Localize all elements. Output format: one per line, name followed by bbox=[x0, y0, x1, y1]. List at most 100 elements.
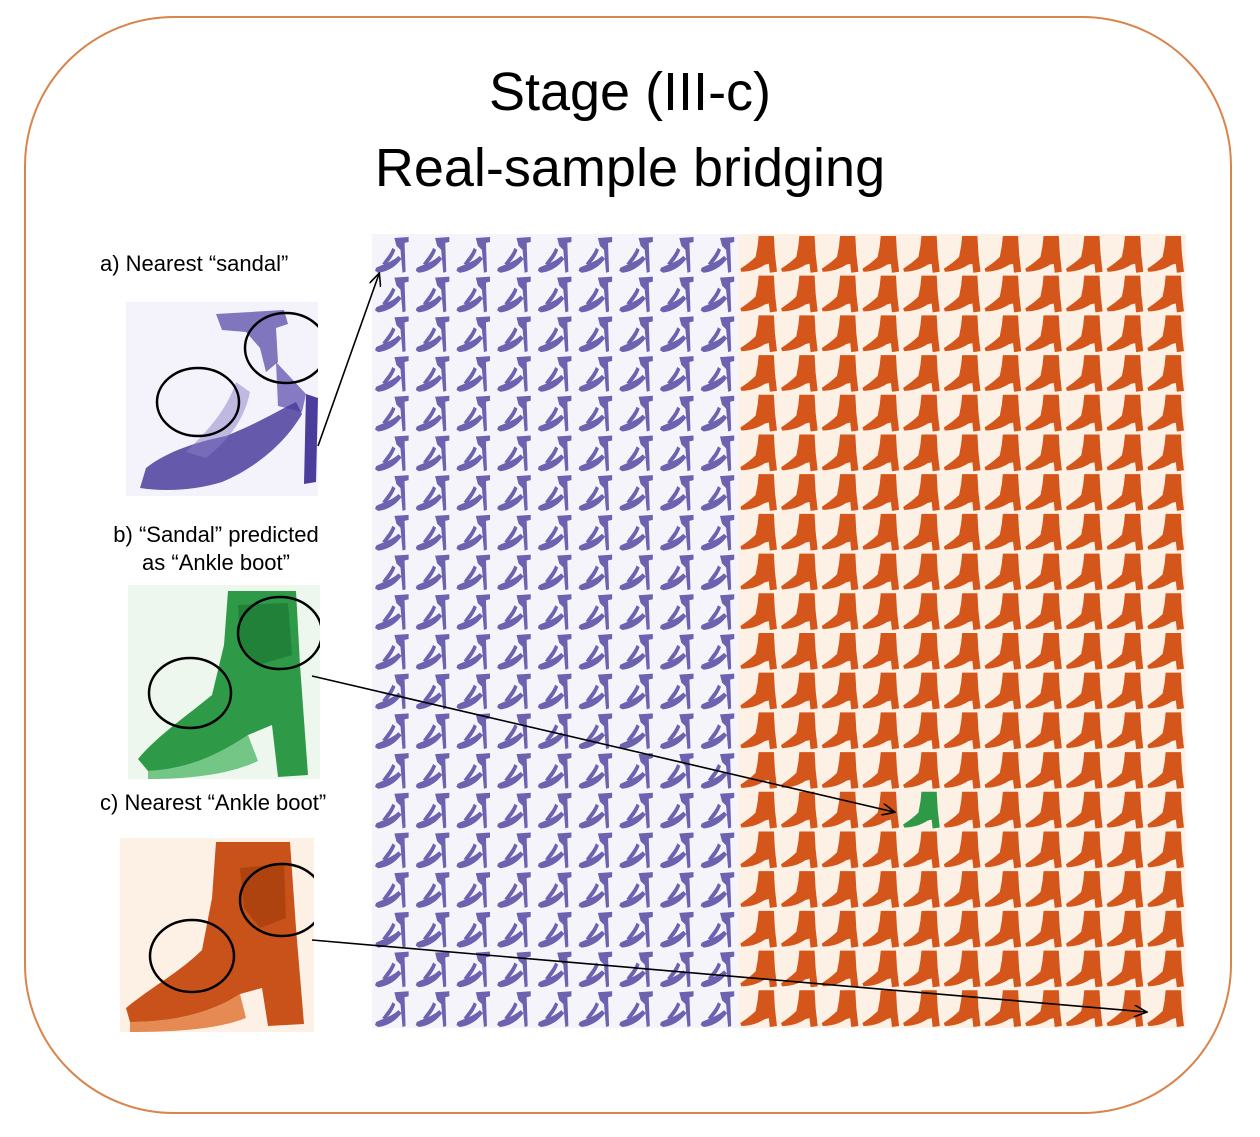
ankle-boot-sample bbox=[1106, 752, 1144, 789]
ankle-boot-sample bbox=[1106, 474, 1144, 511]
ankle-boot-sample bbox=[984, 871, 1022, 908]
sandal-sample bbox=[497, 435, 531, 472]
ankle-boot-sample bbox=[1065, 394, 1103, 432]
ankle-boot-sample bbox=[1025, 513, 1062, 551]
sandal-sample bbox=[659, 316, 694, 353]
predicted-boot-thumbnail bbox=[128, 585, 320, 779]
sandal-sample bbox=[375, 514, 409, 551]
sandal-sample bbox=[619, 435, 653, 472]
ankle-boot-sample bbox=[1065, 791, 1103, 829]
ankle-boot-sample bbox=[1065, 434, 1103, 472]
ankle-boot-sample bbox=[781, 871, 818, 908]
sandal-sample bbox=[497, 236, 531, 273]
ankle-boot-sample bbox=[1065, 553, 1103, 591]
ankle-boot-sample bbox=[1106, 712, 1144, 750]
ankle-boot-sample bbox=[862, 593, 900, 631]
ankle-boot-sample bbox=[1065, 315, 1103, 353]
sandal-sample bbox=[659, 832, 694, 869]
circle-marker-icon bbox=[155, 366, 241, 438]
ankle-boot-sample bbox=[1147, 752, 1184, 789]
sandal-sample bbox=[659, 395, 694, 432]
sandal-icon bbox=[140, 310, 318, 490]
ankle-boot-sample bbox=[1106, 434, 1144, 472]
ankle-boot-sample bbox=[740, 275, 777, 313]
ankle-boot-sample bbox=[781, 632, 818, 670]
sandal-sample bbox=[497, 276, 531, 313]
sandal-sample bbox=[537, 435, 572, 472]
ankle-boot-sample bbox=[1147, 434, 1184, 472]
ankle-boot-sample bbox=[862, 553, 900, 591]
sandal-sample bbox=[537, 554, 572, 591]
sandal-sample bbox=[659, 475, 694, 511]
title-line-2: Real-sample bridging bbox=[374, 138, 886, 198]
ankle-boot-sample bbox=[821, 474, 859, 511]
caption-a: a) Nearest “sandal” bbox=[100, 251, 289, 276]
sandal-sample bbox=[497, 316, 531, 353]
sandal-sample bbox=[578, 435, 613, 472]
sandal-sample bbox=[415, 356, 450, 392]
ankle-boot-sample bbox=[1025, 553, 1062, 591]
rounded-frame bbox=[24, 16, 1232, 1114]
sandal-sample bbox=[700, 435, 735, 472]
sandal-sample bbox=[456, 514, 491, 551]
sandal-sample bbox=[415, 236, 450, 273]
ankle-boot-sample bbox=[984, 355, 1022, 392]
sandal-sample bbox=[659, 356, 694, 392]
sandal-sample bbox=[578, 633, 613, 670]
ankle-boot-sample bbox=[943, 593, 981, 631]
sandal-region-background bbox=[372, 234, 739, 1028]
sandal-sample bbox=[537, 911, 572, 948]
ankle-boot-sample bbox=[903, 275, 940, 313]
ankle-boot-sample bbox=[740, 434, 777, 472]
ankle-boot-sample bbox=[862, 910, 900, 948]
ankle-boot-sample bbox=[1065, 474, 1103, 511]
ankle-boot-sample bbox=[1147, 632, 1184, 670]
sandal-sample bbox=[700, 872, 735, 908]
ankle-boot-sample bbox=[1147, 990, 1184, 1028]
ankle-boot-sample bbox=[740, 871, 777, 908]
ankle-boot-sample bbox=[984, 553, 1022, 591]
ankle-boot-sample bbox=[821, 513, 859, 551]
sandal-sample bbox=[456, 554, 491, 591]
sandal-sample bbox=[659, 594, 694, 631]
sandal-sample bbox=[537, 475, 572, 511]
ankle-boot-sample bbox=[943, 791, 981, 829]
ankle-boot-sample bbox=[984, 513, 1022, 551]
sandal-sample bbox=[415, 475, 450, 511]
ankle-boot-sample bbox=[1025, 275, 1062, 313]
sandal-sample bbox=[415, 872, 450, 908]
ankle-boot-sample bbox=[862, 632, 900, 670]
sandal-sample bbox=[578, 872, 613, 908]
ankle-boot-sample bbox=[862, 315, 900, 353]
sandal-sample bbox=[497, 633, 531, 670]
sandal-sample bbox=[700, 633, 735, 670]
sandal-sample bbox=[578, 554, 613, 591]
sandal-sample bbox=[578, 911, 613, 948]
sandal-sample bbox=[375, 554, 409, 591]
sandal-sample bbox=[415, 594, 450, 631]
ankle-boot-sample bbox=[903, 632, 940, 670]
sandal-sample bbox=[375, 872, 409, 908]
ankle-boot-sample bbox=[1025, 394, 1062, 432]
ankle-boot-sample bbox=[781, 513, 818, 551]
sandal-sample bbox=[415, 316, 450, 353]
sandal-sample bbox=[578, 276, 613, 313]
caption-b: b) “Sandal” predicted as “Ankle boot” bbox=[96, 521, 336, 577]
ankle-boot-sample bbox=[821, 315, 859, 353]
ankle-boot-sample bbox=[903, 672, 940, 710]
circle-marker-icon bbox=[236, 595, 320, 671]
ankle-boot-sample bbox=[781, 355, 818, 392]
ankle-boot-sample bbox=[1106, 275, 1144, 313]
sandal-sample bbox=[619, 236, 653, 273]
ankle-boot-sample bbox=[821, 235, 859, 273]
ankle-boot-sample bbox=[943, 910, 981, 948]
ankle-boot-sample bbox=[943, 632, 981, 670]
ankle-boot-sample bbox=[862, 513, 900, 551]
ankle-boot-sample bbox=[903, 513, 940, 551]
ankle-boot-sample bbox=[862, 355, 900, 392]
ankle-boot-sample bbox=[1147, 474, 1184, 511]
sandal-sample bbox=[700, 594, 735, 631]
ankle-boot-sample bbox=[781, 315, 818, 353]
sandal-sample bbox=[659, 633, 694, 670]
sandal-sample bbox=[497, 594, 531, 631]
